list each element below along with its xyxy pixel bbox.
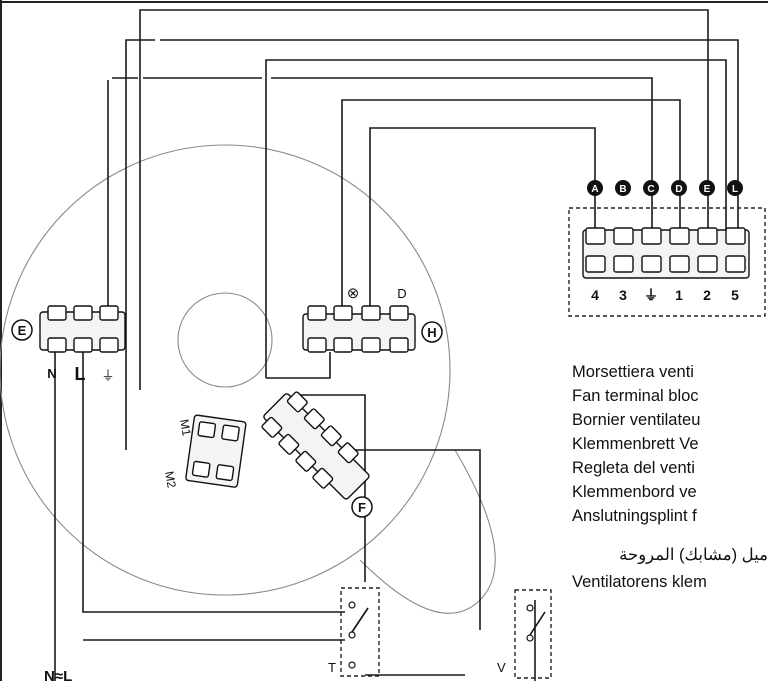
fan-terminal-number: 4 bbox=[591, 287, 599, 303]
fan-terminal-badge bbox=[727, 180, 743, 196]
fan-terminal-number: 2 bbox=[703, 287, 711, 303]
terminal-block-e: E N L ⏚ bbox=[11, 305, 126, 384]
block-f-label: F bbox=[358, 500, 366, 515]
fan-terminal-badge-label: B bbox=[619, 184, 626, 195]
legend-line: Morsettiera venti bbox=[572, 363, 694, 381]
fan-terminal-badge-label: L bbox=[732, 184, 738, 195]
housing-outline-curve bbox=[359, 449, 496, 614]
switch-t-label: T bbox=[328, 660, 336, 675]
lamp-symbol: ⊗ bbox=[347, 285, 360, 302]
fan-terminal-badge bbox=[671, 180, 687, 196]
legend-line: Fan terminal bloc bbox=[572, 387, 699, 405]
fan-terminal-badge bbox=[643, 180, 659, 196]
fan-housing-circle bbox=[0, 144, 451, 596]
fan-terminal-badge-label: E bbox=[704, 184, 711, 195]
switch-t: T bbox=[328, 587, 380, 677]
switch-v-label: V bbox=[497, 660, 506, 675]
terminal-block-f bbox=[261, 391, 370, 500]
fan-terminal-number: ⏚ bbox=[644, 287, 658, 303]
fan-terminal-number: 5 bbox=[731, 287, 739, 303]
fan-terminal-badge-label: A bbox=[591, 184, 598, 195]
legend-line: Ventilatorens klem bbox=[572, 573, 707, 591]
block-h-label: H bbox=[427, 325, 436, 340]
legend-line: ميل (مشابك) المروحة bbox=[619, 546, 768, 564]
fan-terminal-badge bbox=[587, 180, 603, 196]
legend-line: Klemmenbrett Ve bbox=[572, 435, 699, 453]
fan-terminal-number: 1 bbox=[675, 287, 683, 303]
motor-terminal-block bbox=[185, 414, 247, 488]
d-label: D bbox=[397, 286, 406, 301]
legend-line: Klemmenbord ve bbox=[572, 483, 697, 501]
wires bbox=[54, 9, 739, 681]
m1-label: M1 bbox=[177, 418, 194, 437]
supply-label: N≈L bbox=[44, 668, 72, 681]
block-e-label: E bbox=[18, 323, 27, 338]
legend-line: Bornier ventilateu bbox=[572, 411, 701, 429]
fan-terminal-badge bbox=[615, 180, 631, 196]
earth-symbol: ⏚ bbox=[101, 368, 114, 383]
legend-line: Regleta del venti bbox=[572, 459, 695, 477]
fan-terminal-number: 3 bbox=[619, 287, 627, 303]
fan-terminal-block: A B C D E L 4 3 ⏚ 1 2 5 bbox=[568, 180, 766, 317]
legend-line: Anslutningsplint f bbox=[572, 507, 697, 525]
fan-terminal-badge bbox=[699, 180, 715, 196]
fan-terminal-badge-label: D bbox=[675, 184, 682, 195]
switch-v: V bbox=[497, 589, 552, 679]
terminal-block-h: H ⊗ D bbox=[302, 285, 443, 353]
n-terminal-label: N bbox=[47, 366, 56, 381]
l-terminal-label: L bbox=[75, 364, 86, 384]
motor-hub-circle bbox=[177, 292, 273, 388]
fan-terminal-badge-label: C bbox=[647, 184, 654, 195]
m2-label: M2 bbox=[162, 470, 179, 489]
